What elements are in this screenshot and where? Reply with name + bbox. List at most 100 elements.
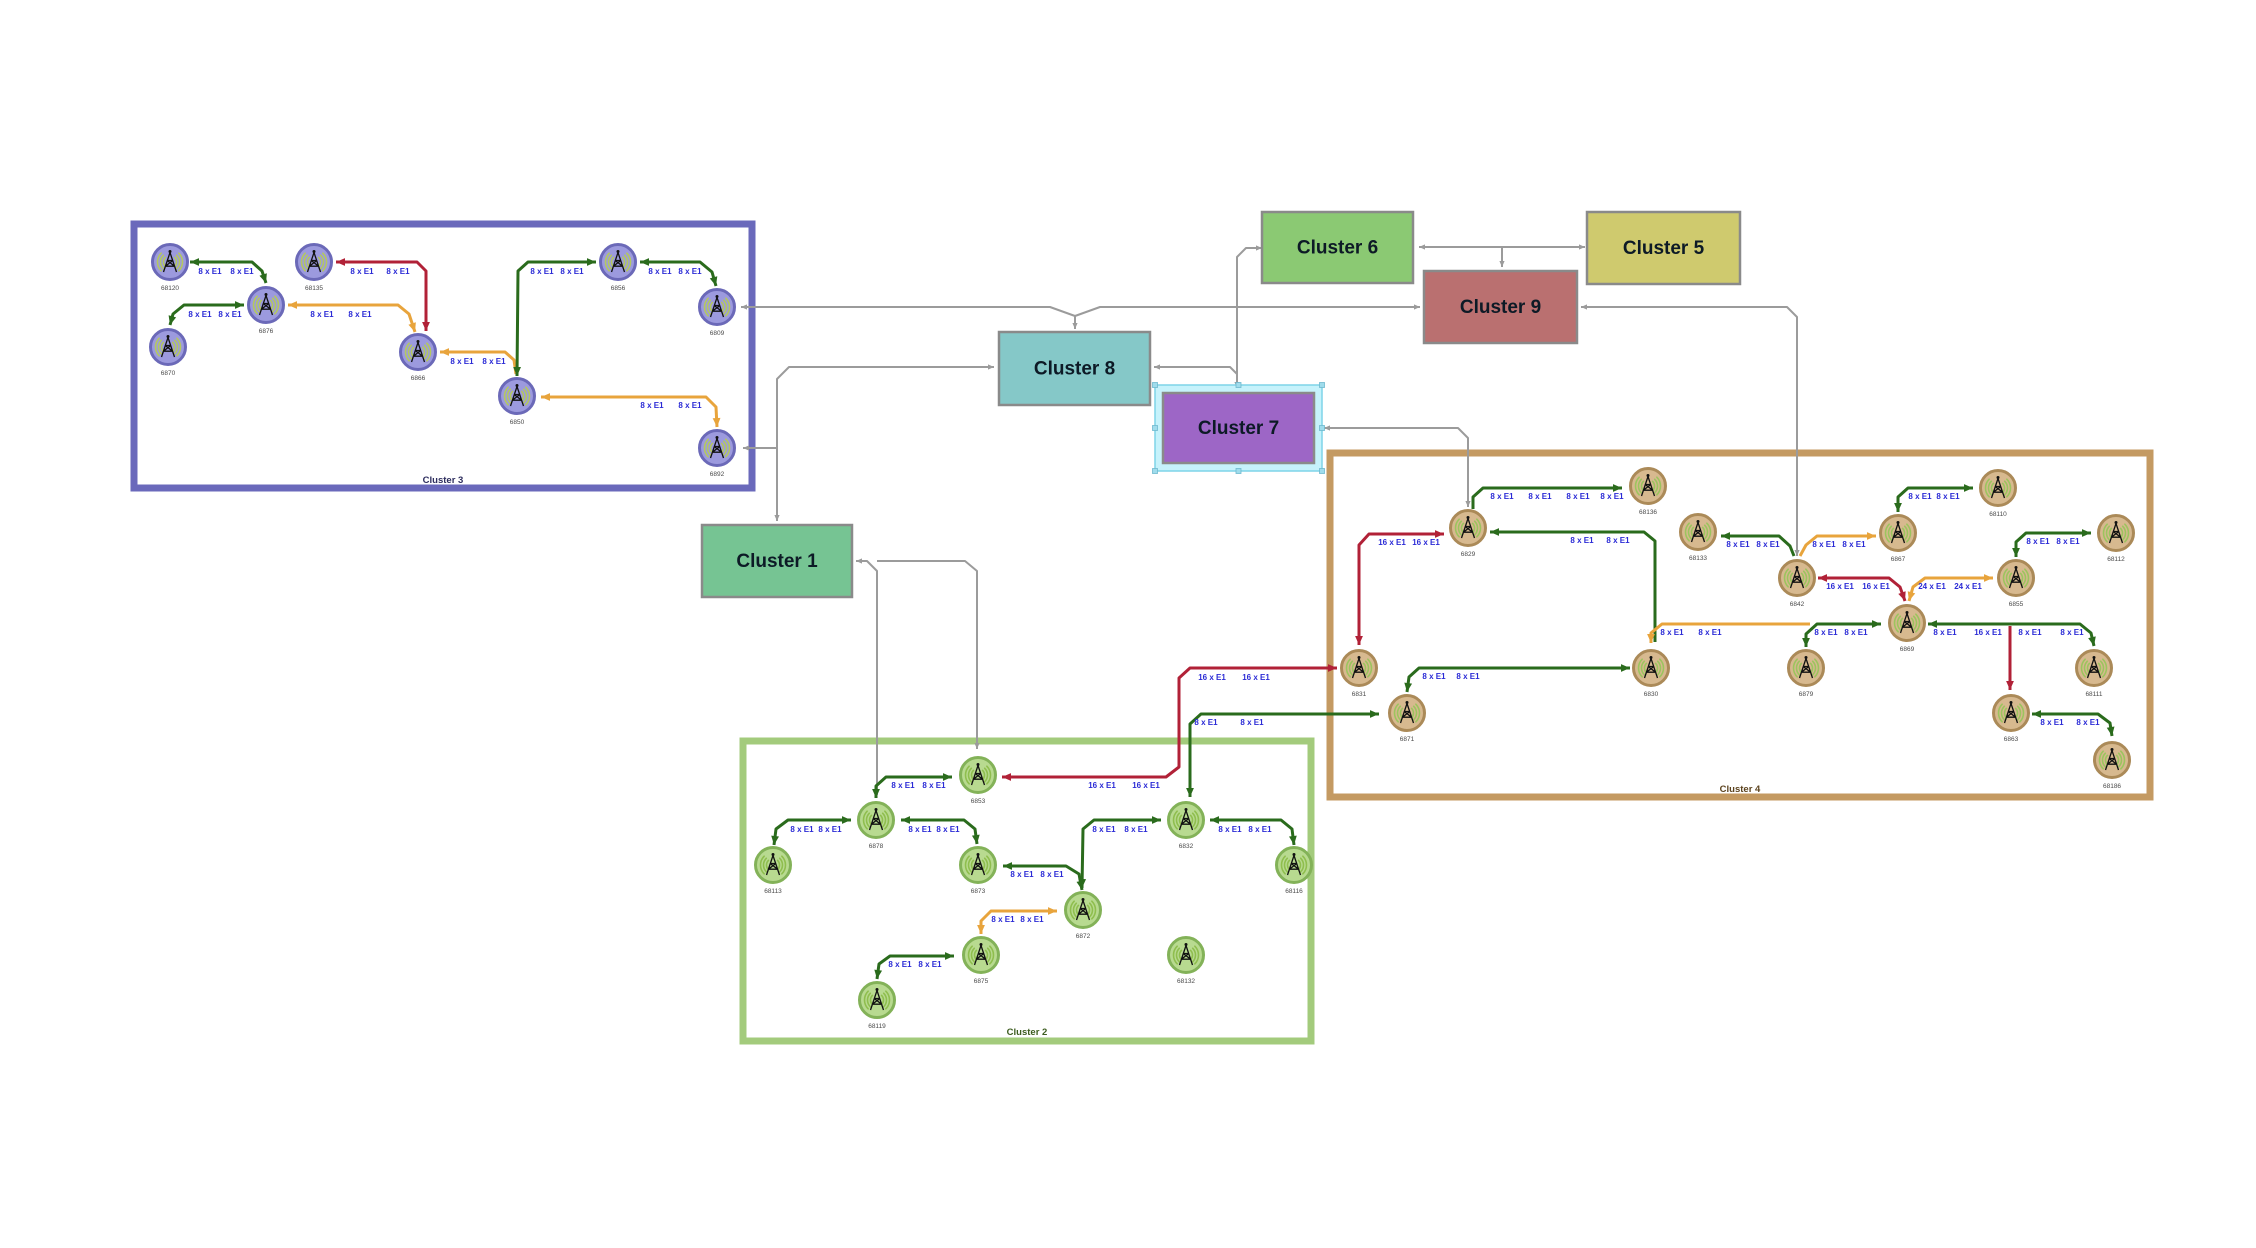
- clink-cluster7-6829[interactable]: [1324, 425, 1471, 507]
- cluster-box-7-rect[interactable]: [1161, 391, 1316, 465]
- tower-node-6809[interactable]: 6809: [698, 288, 736, 338]
- tower-node-6856[interactable]: 6856: [599, 243, 637, 293]
- clink-branch-cluster9-top[interactable]: [1499, 247, 1505, 267]
- link-6829-68136-line[interactable]: [1471, 486, 1622, 509]
- link-6869-6863[interactable]: [2006, 626, 2014, 690]
- selection-handle[interactable]: [1235, 468, 1242, 474]
- tower-node-68113[interactable]: 68113: [754, 846, 792, 896]
- clink-cluster9-6842[interactable]: [1581, 304, 1800, 556]
- link-6831-6853-line[interactable]: [1002, 666, 1337, 779]
- tower-node-6870[interactable]: 6870: [149, 328, 187, 378]
- tower-node-68136[interactable]: 68136: [1629, 467, 1667, 517]
- selection-handle[interactable]: [1319, 382, 1325, 388]
- cluster-box-7[interactable]: Cluster 7: [1152, 382, 1325, 474]
- clink-cluster7-6829-line[interactable]: [1324, 427, 1469, 507]
- tower-node-68186[interactable]: 68186: [2093, 741, 2131, 791]
- clink-6809-cluster9[interactable]: [741, 304, 1420, 317]
- selection-handle[interactable]: [1319, 468, 1325, 474]
- tower-node-6842[interactable]: 6842: [1778, 559, 1816, 609]
- clink-branch-cluster8-right-line[interactable]: [1154, 366, 1238, 375]
- clink-cluster6-cluster7-line[interactable]: [1236, 247, 1262, 388]
- cluster-box-9[interactable]: Cluster 9: [1422, 269, 1579, 345]
- link-6866-68135-line[interactable]: [336, 260, 428, 331]
- cluster-box-5[interactable]: Cluster 5: [1585, 210, 1742, 286]
- tower-node-68110[interactable]: 68110: [1979, 469, 2017, 519]
- tower-node-6855[interactable]: 6855: [1997, 559, 2035, 609]
- cluster-box-9-rect[interactable]: [1422, 269, 1579, 345]
- tower-node-6869[interactable]: 6869: [1888, 604, 1926, 654]
- cluster-box-6-rect[interactable]: [1260, 210, 1415, 285]
- tower-node-6871[interactable]: 6871: [1388, 694, 1426, 744]
- tower-node-6866[interactable]: 6866: [399, 333, 437, 383]
- clink-cluster1-6853-line[interactable]: [877, 560, 978, 749]
- tower-node-68116[interactable]: 68116: [1275, 846, 1313, 896]
- tower-node-6863[interactable]: 6863: [1992, 694, 2030, 744]
- link-6892-6850-line[interactable]: [541, 395, 719, 428]
- cluster-box-1[interactable]: Cluster 1: [700, 523, 854, 599]
- clink-branch-cluster8-right[interactable]: [1154, 364, 1238, 375]
- link-6866-6876-line[interactable]: [288, 303, 417, 333]
- cluster-box-8[interactable]: Cluster 8: [997, 330, 1152, 407]
- cluster-box-6[interactable]: Cluster 6: [1260, 210, 1415, 285]
- link-6842-6867-line[interactable]: [1798, 534, 1876, 557]
- tower-node-6879[interactable]: 6879: [1787, 649, 1825, 699]
- selection-handle[interactable]: [1152, 468, 1158, 474]
- tower-node-68111[interactable]: 68111: [2075, 649, 2113, 699]
- tower-node-6892[interactable]: 6892: [698, 429, 736, 479]
- link-6832-6871-line[interactable]: [1188, 712, 1379, 797]
- tower-node-68135[interactable]: 68135: [295, 243, 333, 293]
- link-6842-68133-line[interactable]: [1721, 534, 1796, 557]
- selection-handle[interactable]: [1235, 382, 1242, 388]
- tower-node-6872[interactable]: 6872: [1064, 891, 1102, 941]
- selection-handle[interactable]: [1152, 382, 1158, 388]
- tower-node-6853[interactable]: 6853: [959, 756, 997, 806]
- cluster-box-8-rect[interactable]: [997, 330, 1152, 407]
- link-6832-6872-line[interactable]: [1080, 818, 1161, 889]
- cluster-box-5-rect[interactable]: [1585, 210, 1742, 286]
- tower-node-68133[interactable]: 68133: [1679, 513, 1717, 563]
- tower-node-68132[interactable]: 68132: [1167, 936, 1205, 986]
- selection-handle[interactable]: [1152, 425, 1158, 431]
- tower-node-6875[interactable]: 6875: [962, 936, 1000, 986]
- tower-node-6832[interactable]: 6832: [1167, 801, 1205, 851]
- clink-cluster1-6853[interactable]: [877, 560, 980, 749]
- tower-node-6873[interactable]: 6873: [959, 846, 997, 896]
- tower-node-6830[interactable]: 6830: [1632, 649, 1670, 699]
- link-6829-6830-line[interactable]: [1490, 530, 1657, 642]
- clink-branch-6892[interactable]: [743, 445, 777, 451]
- clink-cluster6-cluster7[interactable]: [1234, 245, 1262, 388]
- tower-node-6850[interactable]: 6850: [498, 377, 536, 427]
- link-6831-6829-line[interactable]: [1357, 532, 1444, 645]
- link-6856-6850-line[interactable]: [515, 260, 596, 377]
- tower-node-68120[interactable]: 68120: [151, 243, 189, 293]
- clink-cluster8-cluster1[interactable]: [774, 364, 994, 521]
- tower-node-68119[interactable]: 68119: [858, 981, 896, 1031]
- cluster-box-1-rect[interactable]: [700, 523, 854, 599]
